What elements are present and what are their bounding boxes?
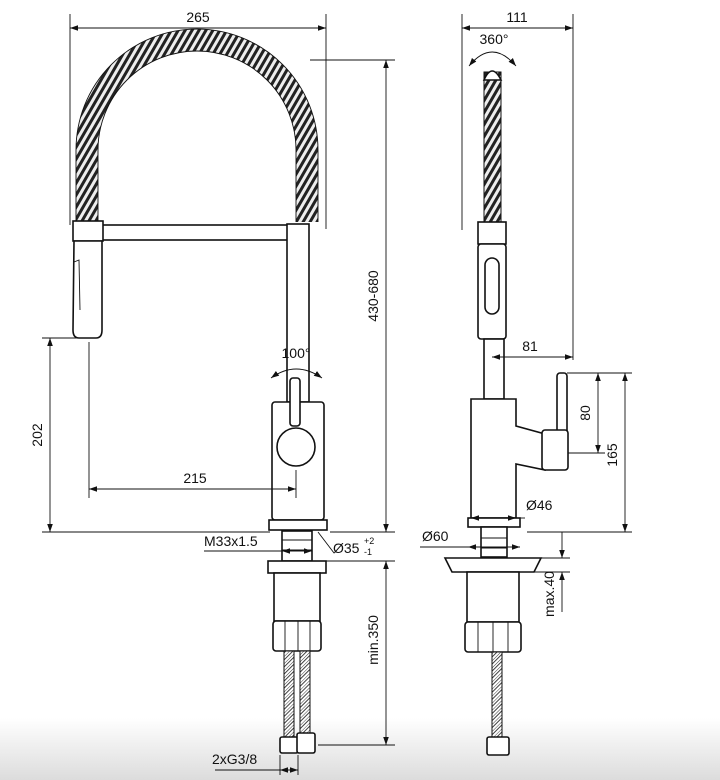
front-connector-left [279,736,299,754]
dim-connection: 2xG3/8 [212,751,257,767]
side-view [443,70,569,756]
front-spray-collar [72,220,104,242]
dimension-lines [42,14,632,775]
front-base [268,519,328,531]
dimension-labels: 265 111 360° 100° 430-680 202 215 M33x1.… [29,9,620,767]
dim-hose-length: min.350 [365,615,381,665]
dim-height-range: 430-680 [365,270,381,322]
side-nut [466,571,520,623]
dim-outlet-height: 202 [29,423,45,447]
side-washer [443,557,543,573]
dim-lever-height: 165 [604,443,620,467]
dim-swivel-spout: 360° [480,31,509,47]
dim-lever-length: 80 [577,405,593,421]
dim-thread: M33x1.5 [204,533,258,549]
front-nut-base [272,620,322,652]
front-spring-hose [76,29,318,222]
dim-body-diameter: Ø46 [526,497,553,513]
front-hose-left [283,650,295,738]
side-hose [491,651,503,738]
side-base [467,517,521,528]
front-column [286,223,310,403]
side-column [483,338,505,400]
dim-base-diameter: Ø60 [422,528,449,544]
front-lever-knob [276,427,316,467]
side-shank [480,526,508,558]
dim-swivel-lever: 100° [282,345,311,361]
front-hose-right [299,650,311,738]
dim-bore-tol-plus: +2 [364,536,374,546]
front-lever [289,377,301,427]
side-connector [486,736,510,756]
dim-front-width: 265 [186,9,210,25]
front-view [72,28,328,754]
front-shank [281,530,313,562]
bottom-fade [0,718,720,780]
front-nut [273,572,321,622]
side-spray-collar [477,221,507,245]
dim-max-thickness: max.40 [541,571,557,617]
front-washer [267,560,327,574]
dim-bore-tol-minus: -1 [364,547,372,557]
dim-side-width: 111 [506,9,527,25]
side-lever-hub [541,429,569,471]
dim-lever-offset: 81 [522,338,538,354]
front-spray-head [72,240,103,339]
side-spray-button [484,257,500,315]
dim-reach: 215 [183,470,207,486]
dim-bore-hole: Ø35 [333,540,360,556]
front-guide-arm [101,224,289,241]
front-connector-right [296,732,316,754]
